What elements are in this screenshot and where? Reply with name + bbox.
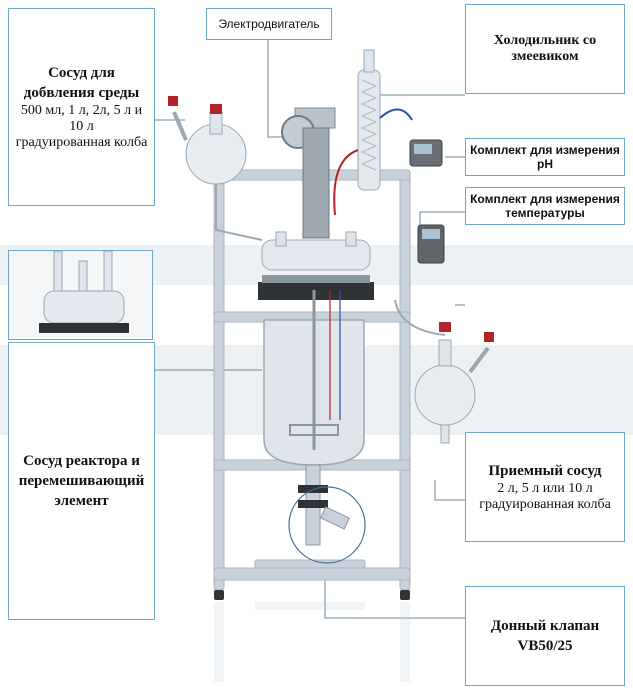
inset-port-1	[53, 251, 63, 292]
receiver-title: Приемный сосуд	[488, 463, 602, 479]
callout-motor: Электродвигатель	[206, 8, 332, 40]
valve-highlight-circle	[288, 486, 366, 564]
reflection-left	[214, 602, 224, 682]
receiver-side-cap	[484, 332, 494, 342]
caster-left	[214, 590, 224, 600]
motor-label: Электродвигатель	[218, 17, 320, 31]
condenser-coil	[360, 79, 378, 171]
lid-port-left	[275, 231, 287, 247]
receiver-flask-neck	[438, 339, 452, 367]
ph-meter-screen	[414, 144, 432, 154]
dosing-flask-neck	[209, 111, 223, 135]
lid-port-right	[345, 231, 357, 247]
condenser-label: Холодильник со змеевиком	[493, 33, 597, 64]
leader-valve	[324, 562, 465, 619]
callout-ph-kit: Комплект для измерения pH	[465, 138, 625, 176]
caster-right	[400, 590, 410, 600]
callout-condenser: Холодильник со змеевиком	[465, 4, 625, 94]
callout-reactor: Сосуд реактора и перемешивающий элемент	[8, 342, 155, 620]
reflection-right	[400, 602, 410, 682]
condenser-blue-hose	[379, 108, 413, 121]
inset-closeup	[8, 250, 153, 340]
leader-receiver	[434, 304, 465, 501]
receiver-type: градуированная колба	[479, 497, 611, 512]
stirrer-blade	[289, 424, 339, 436]
dosing-type: градуированная колба	[15, 135, 148, 150]
dosing-side-arm	[172, 111, 188, 141]
dosing-side-cap	[168, 96, 178, 106]
condenser-red-hose	[333, 149, 359, 216]
inset-port-2	[103, 251, 113, 292]
frame-base-bar	[213, 567, 411, 581]
dosing-flask-cap	[210, 104, 222, 114]
reactor-lid	[261, 239, 371, 271]
valve-outlet	[320, 506, 350, 530]
valve-clamp-lower	[298, 500, 328, 508]
dosing-sizes: 500 мл, 1 л, 2л, 5 л и 10 л	[20, 103, 143, 134]
dosing-title: Сосуд для добвления среды	[23, 65, 140, 101]
inset-port-3	[78, 260, 88, 292]
condenser-tube	[357, 69, 381, 191]
reactor-flange	[258, 282, 374, 300]
receiver-flask-bulb	[414, 364, 476, 426]
callout-dosing-vessel: Сосуд для добвления среды 500 мл, 1 л, 2…	[8, 8, 155, 206]
receiver-flask-cap	[439, 322, 451, 332]
inset-flange	[39, 323, 129, 333]
inset-lid	[43, 290, 125, 324]
frame-base-tray	[254, 559, 366, 569]
frame-left-upright	[213, 169, 225, 591]
ph-kit-label: Комплект для измерения pH	[470, 143, 620, 171]
receiver-sizes: 2 л, 5 л или 10 л	[497, 481, 593, 496]
temp-meter-screen	[422, 229, 440, 239]
motor-shaft-column	[302, 127, 330, 239]
inset-closeup-drawing	[39, 251, 129, 333]
receiver-drain	[440, 424, 450, 444]
valve-clamp-upper	[298, 485, 328, 493]
valve-label: Донный клапан VB50/25	[490, 618, 600, 654]
receiver-feed-tube	[394, 299, 446, 336]
reactor-clamp-ring	[262, 275, 370, 283]
callout-bottom-valve: Донный клапан VB50/25	[465, 586, 625, 686]
dosing-feed-tube	[215, 184, 263, 241]
reactor-label: Сосуд реактора и перемешивающий элемент	[18, 453, 145, 509]
temp-kit-label: Комплект для измерения температуры	[470, 192, 620, 220]
receiver-side-arm	[468, 346, 490, 374]
callout-receiver: Приемный сосуд 2 л, 5 л или 10 л градуир…	[465, 432, 625, 542]
reflection-base	[255, 602, 365, 610]
callout-temp-kit: Комплект для измерения температуры	[465, 187, 625, 225]
frame-right-upright	[399, 169, 411, 591]
condenser-top	[363, 49, 375, 73]
